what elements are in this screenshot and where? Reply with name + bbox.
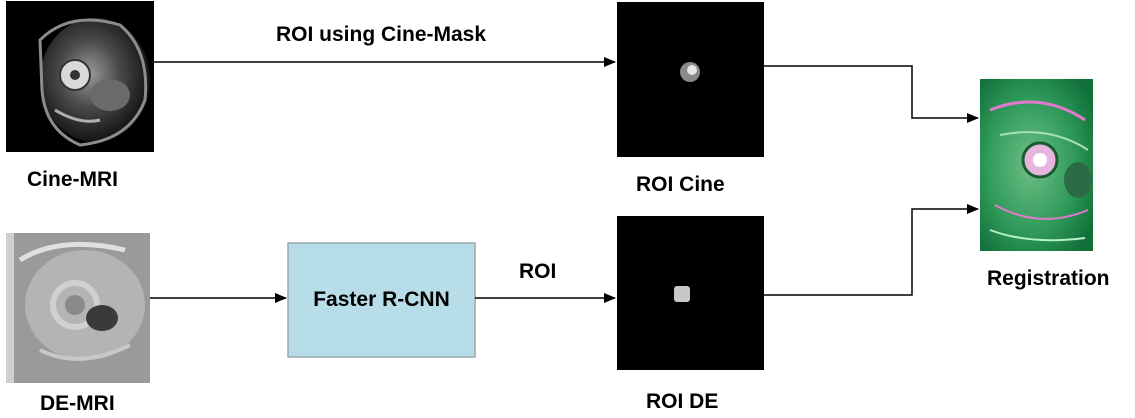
label-roi-using-cine-mask: ROI using Cine-Mask — [276, 23, 487, 46]
registration-image — [980, 79, 1093, 251]
label-cine-mri: Cine-MRI — [27, 168, 118, 191]
arrow-roi-cine-to-registration — [764, 65, 979, 123]
label-roi-cine: ROI Cine — [636, 173, 725, 196]
faster-rcnn-label: Faster R-CNN — [313, 288, 450, 311]
label-registration: Registration — [987, 267, 1110, 290]
faster-rcnn-box — [287, 242, 476, 358]
de-mri-image — [6, 233, 150, 383]
label-roi: ROI — [519, 260, 557, 283]
roi-de-image — [617, 216, 764, 370]
label-de-mri: DE-MRI — [40, 392, 115, 415]
label-roi-de: ROI DE — [646, 390, 719, 413]
cine-mri-image — [6, 1, 154, 152]
arrow-roi-de-to-registration — [764, 204, 979, 296]
roi-cine-image — [617, 2, 764, 157]
